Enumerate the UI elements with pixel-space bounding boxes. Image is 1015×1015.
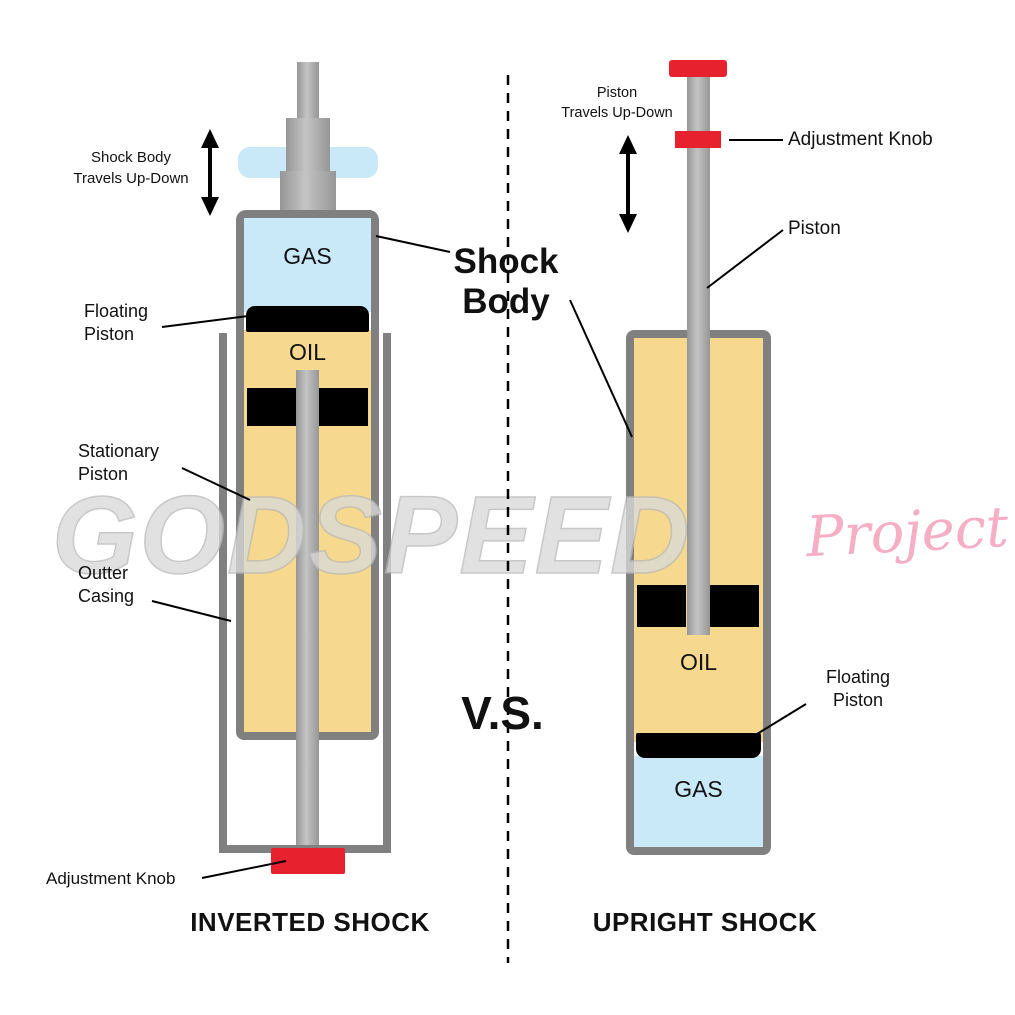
inverted-gas-chamber	[244, 218, 371, 312]
upright-shock-title: UPRIGHT SHOCK	[592, 907, 818, 937]
inverted-outer-casing-label: Outter Casing	[78, 563, 135, 607]
inverted-floating-piston-label: Floating Piston	[84, 301, 149, 345]
vs-label: V.S.	[461, 687, 544, 739]
upright-oil-label: OIL	[679, 649, 718, 675]
upright-piston-label: Piston	[788, 218, 841, 239]
upright-travel-arrow	[619, 135, 637, 233]
watermark-godspeed: GODSPEED	[51, 473, 692, 598]
inverted-oil-label: OIL	[288, 339, 327, 365]
upright-travel-label: Piston Travels Up-Down	[561, 85, 673, 121]
inverted-shock-title: INVERTED SHOCK	[190, 907, 430, 937]
watermark-project: Project	[804, 494, 1011, 571]
inverted-shock-rod-mid	[286, 118, 330, 180]
inverted-adjustment-knob	[271, 848, 345, 874]
upright-piston-left	[637, 585, 686, 627]
inverted-floating-piston	[246, 306, 369, 332]
upright-piston-shaft	[687, 75, 710, 635]
inverted-piston-shaft	[296, 370, 319, 856]
inverted-gas-label: GAS	[283, 243, 332, 269]
inverted-adjustment-knob-label: Adjustment Knob	[46, 869, 176, 888]
upright-adjustment-knob	[675, 131, 721, 148]
upright-piston-right	[710, 585, 759, 627]
upright-adjustment-knob-label: Adjustment Knob	[788, 129, 933, 150]
upright-gas-chamber	[634, 756, 763, 847]
shock-body-center-label: Shock Body	[453, 242, 559, 322]
upright-shaft-top-cap	[669, 60, 727, 77]
upright-gas-label: GAS	[674, 776, 723, 802]
inverted-stationary-piston-label: Stationary Piston	[78, 441, 160, 485]
inverted-stationary-piston-left	[247, 388, 296, 426]
upright-piston-leader	[706, 229, 784, 289]
inverted-travel-label: Shock Body Travels Up-Down	[73, 149, 189, 187]
inverted-shock-rod-top	[297, 62, 319, 132]
inverted-stationary-piston-right	[319, 388, 368, 426]
upright-floating-piston-label: Floating Piston	[825, 667, 891, 711]
upright-floating-piston	[636, 733, 761, 758]
